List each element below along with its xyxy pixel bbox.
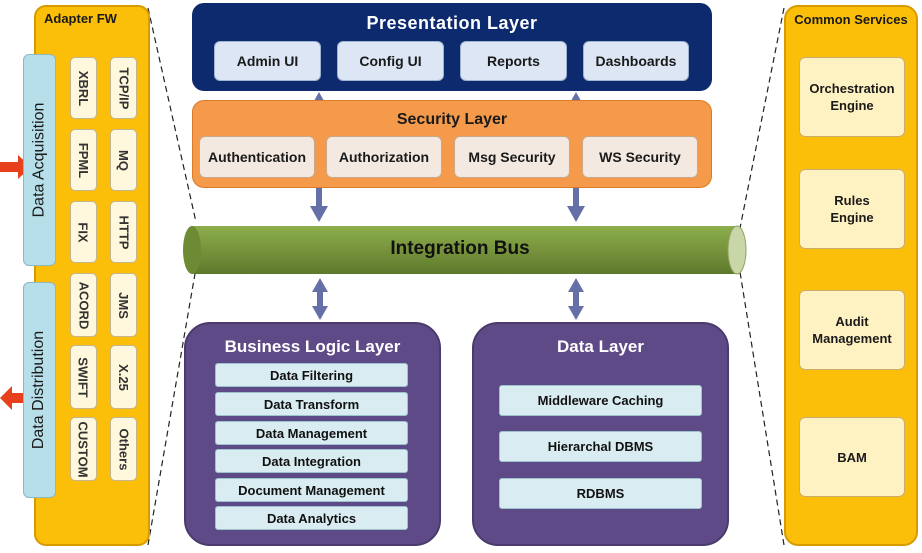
business-logic-layer-title: Business Logic Layer xyxy=(224,337,401,356)
integration-bus-label: Integration Bus xyxy=(390,238,530,259)
orchestration-engine-box: Orchestration Engine xyxy=(799,57,905,137)
config-ui-box: Config UI xyxy=(337,41,444,81)
protocol-others: Others xyxy=(110,417,137,481)
protocol-fpml: FPML xyxy=(70,129,97,191)
data-out-arrow xyxy=(0,386,30,410)
dashed-connector-right-top xyxy=(739,7,785,229)
middleware-caching-box: Middleware Caching xyxy=(499,385,702,416)
data-filtering-box: Data Filtering xyxy=(215,363,408,387)
authorization-box: Authorization xyxy=(326,136,442,178)
protocol-acord: ACORD xyxy=(70,273,97,337)
data-distribution-label: Data Distribution xyxy=(30,330,48,450)
dashed-connector-right-bottom xyxy=(739,271,785,546)
data-acquisition-band: Data Acquisition xyxy=(23,54,56,266)
protocol-xbrl: XBRL xyxy=(70,57,97,119)
security-layer-title: Security Layer xyxy=(396,111,508,128)
data-transform-box: Data Transform xyxy=(215,392,408,416)
reports-box: Reports xyxy=(460,41,567,81)
audit-management-box: Audit Management xyxy=(799,290,905,370)
data-acquisition-label: Data Acquisition xyxy=(30,102,48,218)
protocol-jms: JMS xyxy=(110,273,137,337)
presentation-layer-title: Presentation Layer xyxy=(366,13,538,33)
document-management-box: Document Management xyxy=(215,478,408,502)
dashed-connector-left-bottom xyxy=(147,267,197,546)
rules-engine-box: Rules Engine xyxy=(799,169,905,249)
protocol-mq: MQ xyxy=(110,129,137,191)
protocol-x25: X.25 xyxy=(110,345,137,409)
dashed-connector-left-top xyxy=(147,7,197,223)
arrow-bus-business xyxy=(312,278,328,320)
protocol-tcpip: TCP/IP xyxy=(110,57,137,119)
rdbms-box: RDBMS xyxy=(499,478,702,509)
data-integration-box: Data Integration xyxy=(215,449,408,473)
hierarchal-dbms-box: Hierarchal DBMS xyxy=(499,431,702,462)
dashboards-box: Dashboards xyxy=(583,41,689,81)
bam-box: BAM xyxy=(799,417,905,497)
protocol-swift: SWIFT xyxy=(70,345,97,409)
data-distribution-band: Data Distribution xyxy=(23,282,56,498)
adapter-fw-title: Adapter FW xyxy=(44,11,117,26)
admin-ui-box: Admin UI xyxy=(214,41,321,81)
protocol-fix: FIX xyxy=(70,201,97,263)
protocol-http: HTTP xyxy=(110,201,137,263)
data-layer-title: Data Layer xyxy=(557,337,644,356)
data-management-box: Data Management xyxy=(215,421,408,445)
protocol-custom: CUSTOM xyxy=(70,417,97,481)
integration-bus-cylinder xyxy=(183,225,747,275)
arrow-bus-data xyxy=(568,278,584,320)
common-services-title: Common Services xyxy=(794,12,908,27)
msg-security-box: Msg Security xyxy=(454,136,570,178)
ws-security-box: WS Security xyxy=(582,136,698,178)
authentication-box: Authentication xyxy=(199,136,315,178)
data-analytics-box: Data Analytics xyxy=(215,506,408,530)
